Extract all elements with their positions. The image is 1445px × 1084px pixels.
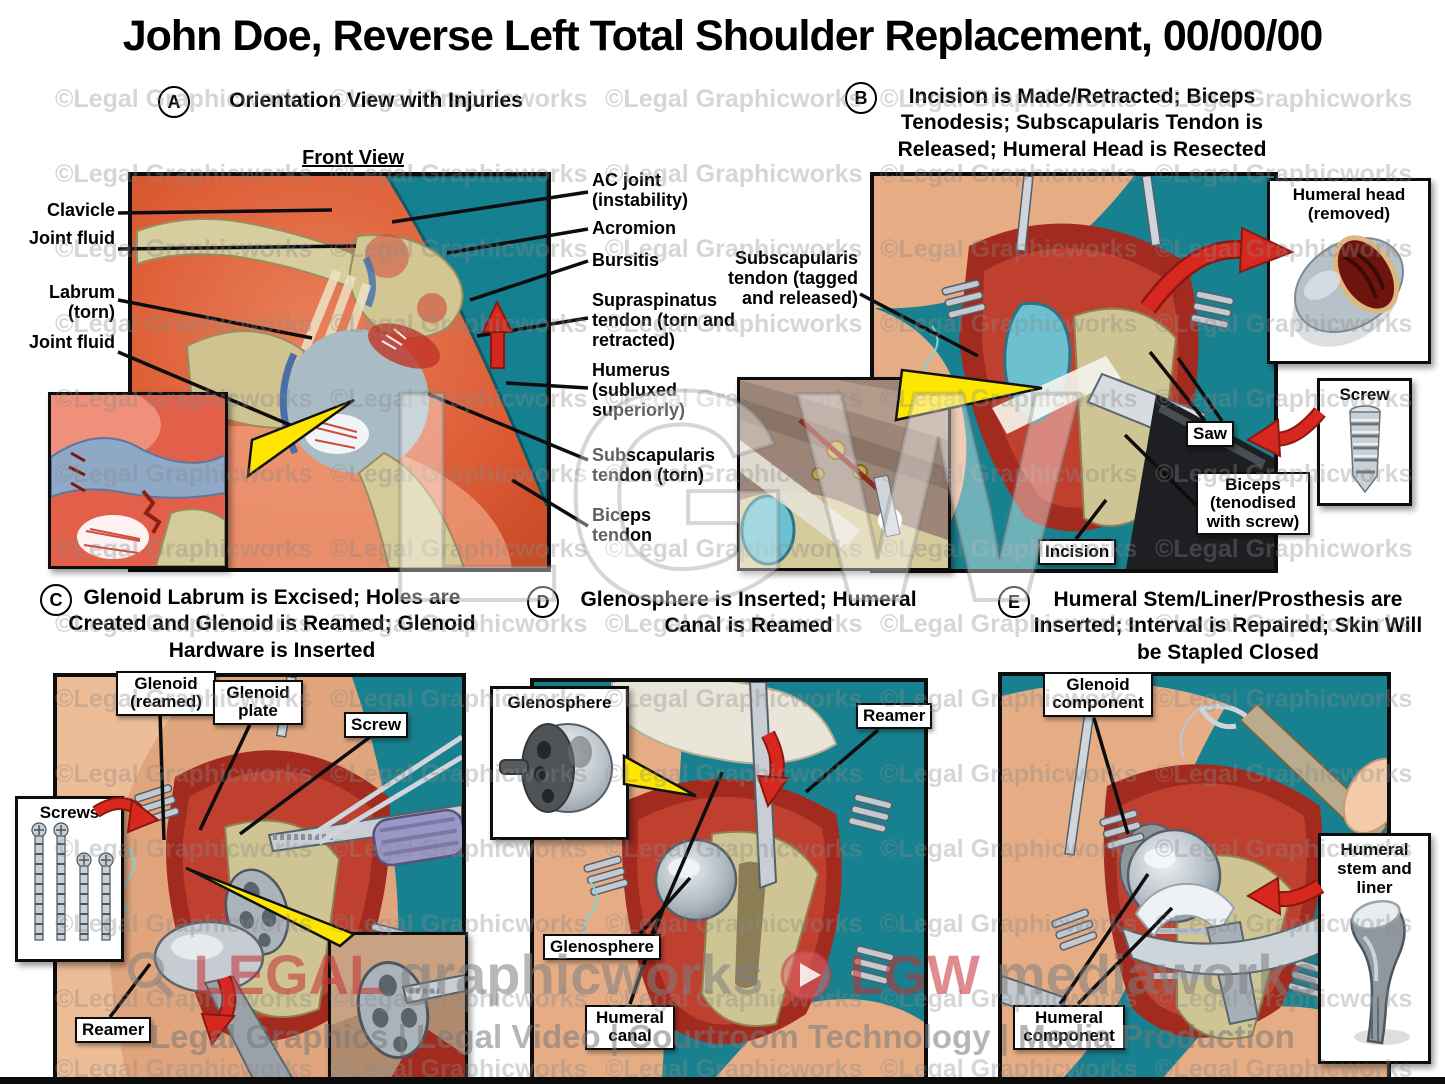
glenosphere-inset: Glenosphere	[490, 686, 629, 840]
label-acromion: Acromion	[592, 218, 677, 238]
label-joint-fluid-1: Joint fluid	[29, 228, 115, 248]
page-title: John Doe, Reverse Left Total Shoulder Re…	[122, 12, 1324, 60]
tenodesis-screw-art	[1349, 405, 1381, 494]
panel-b-letter: B	[845, 82, 877, 114]
watermark-tile: ©Legal Graphicworks	[605, 85, 863, 113]
panel-c-plate-inset	[328, 932, 468, 1081]
label-reamer-c: Reamer	[75, 1017, 152, 1044]
labrum-tear-closeup-art	[51, 395, 225, 566]
label-supraspinatus: Supraspinatus tendon (torn and retracted…	[592, 290, 735, 351]
panel-e-title: Humeral Stem/Liner/Prosthesis are Insert…	[1033, 588, 1423, 664]
glenosphere-inset-label: Glenosphere	[507, 693, 612, 712]
humeral-stem-art	[1350, 899, 1410, 1046]
label-incision: Incision	[1038, 539, 1117, 566]
panel-d-title: Glenosphere is Inserted; Humeral Canal i…	[580, 588, 917, 638]
glenoid-plate-closeup-art	[331, 935, 465, 1078]
label-biceps-tendon: Biceps tendon	[592, 505, 652, 546]
humeral-head-inset: Humeral head (removed)	[1267, 178, 1431, 364]
screw-inset: Screw	[1317, 378, 1412, 506]
screws-inset-label: Screws	[39, 803, 100, 822]
panel-c-letter: C	[40, 584, 72, 616]
humeral-stem-inset-label: Humeral stem and liner	[1337, 840, 1412, 898]
panel-b-tenodesis-inset	[737, 377, 951, 571]
humeral-head-art	[1292, 235, 1404, 347]
bottom-rule	[0, 1077, 1445, 1084]
label-labrum-torn: Labrum (torn)	[48, 282, 115, 323]
glenosphere-art	[499, 723, 613, 814]
label-glenoid-plate: Glenoid plate	[213, 680, 303, 725]
bone-screws-art	[31, 822, 114, 941]
panel-a-labrum-inset	[48, 392, 228, 569]
label-screw-c: Screw	[344, 712, 409, 739]
screws-inset: Screws	[15, 796, 124, 962]
humeral-head-inset-label: Humeral head (removed)	[1292, 185, 1406, 224]
label-joint-fluid-2: Joint fluid	[29, 332, 115, 352]
label-glenosphere-d: Glenosphere	[543, 934, 661, 961]
biceps-tenodesis-closeup-art	[740, 380, 948, 568]
panel-c-title: Glenoid Labrum is Excised; Holes are Cre…	[68, 586, 476, 662]
panel-e-letter: E	[998, 586, 1030, 618]
panel-a-letter: A	[158, 86, 190, 118]
label-subscapularis-torn: Subscapularis tendon (torn)	[592, 445, 716, 486]
label-humeral-component: Humeral component	[1013, 1005, 1125, 1050]
label-biceps-tenodised: Biceps (tenodised with screw)	[1196, 472, 1310, 536]
label-humerus-subluxed: Humerus (subluxed superiorly)	[592, 360, 686, 421]
label-reamer-d: Reamer	[856, 703, 933, 730]
panel-b-title: Incision is Made/Retracted; Biceps Tenod…	[897, 85, 1267, 161]
screw-inset-label: Screw	[1339, 385, 1390, 404]
panel-a-view-label: Front View	[302, 147, 404, 169]
humeral-stem-inset: Humeral stem and liner	[1318, 833, 1431, 1064]
panel-d-letter: D	[527, 586, 559, 618]
label-saw: Saw	[1186, 421, 1235, 448]
panel-a-title: Orientation View with Injuries	[229, 89, 523, 112]
label-glenoid-reamed: Glenoid (reamed)	[116, 671, 216, 716]
label-clavicle: Clavicle	[46, 200, 115, 220]
label-subscapularis-tagged: Subscapularis tendon (tagged and release…	[728, 248, 858, 309]
label-glenoid-component: Glenoid component	[1043, 672, 1153, 717]
label-humeral-canal: Humeral canal	[585, 1005, 675, 1050]
label-ac-joint: AC joint (instability)	[592, 170, 689, 211]
label-bursitis: Bursitis	[592, 250, 660, 270]
